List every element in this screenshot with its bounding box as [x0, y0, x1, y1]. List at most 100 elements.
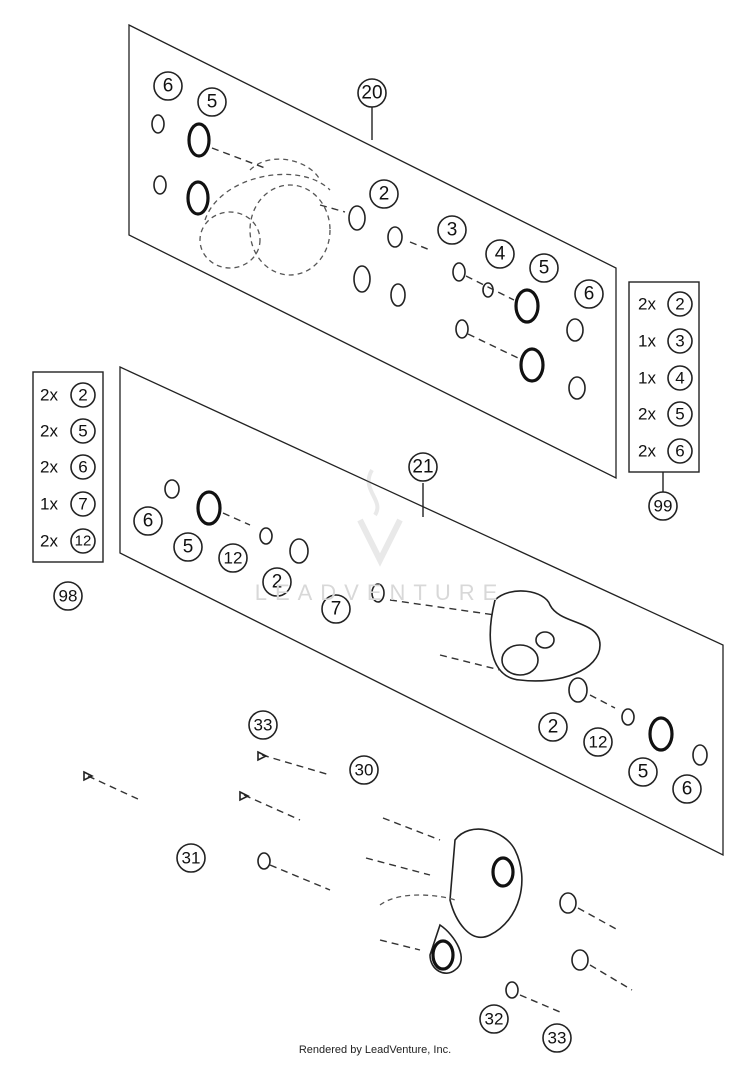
- panel-21-frame: [119, 365, 724, 857]
- callout-21-12a: 12: [218, 543, 248, 573]
- svg-text:6: 6: [163, 76, 174, 97]
- footer-credit: Rendered by LeadVenture, Inc.: [298, 1044, 452, 1056]
- svg-text:1x: 1x: [638, 369, 656, 388]
- callouts-panel-20: 20 6 5 2 3 4 5: [153, 71, 604, 309]
- callout-30: 30: [349, 755, 379, 785]
- callout-20-2: 2: [369, 179, 399, 209]
- svg-text:2: 2: [272, 572, 283, 593]
- svg-text:30: 30: [355, 761, 374, 780]
- svg-text:12: 12: [75, 533, 92, 550]
- lower-assembly: 33 30 31 32 33: [83, 710, 633, 1053]
- svg-text:7: 7: [78, 495, 87, 514]
- callout-98: 98: [53, 581, 83, 611]
- callout-33a: 33: [248, 710, 278, 740]
- panel-21: 21 6 5 12 2 7: [119, 365, 724, 857]
- svg-text:2x: 2x: [638, 442, 656, 461]
- bearing-set-21-right: [568, 677, 708, 766]
- svg-text:5: 5: [638, 762, 649, 783]
- svg-text:7: 7: [331, 599, 342, 620]
- svg-text:12: 12: [224, 549, 243, 568]
- svg-text:6: 6: [78, 458, 87, 477]
- svg-text:5: 5: [675, 405, 684, 424]
- svg-text:3: 3: [447, 220, 458, 241]
- kit-99-row-1: 2x 2: [638, 291, 693, 317]
- kit-99-row-2: 1x 3: [638, 328, 693, 354]
- housing-ghost-20: [199, 158, 331, 276]
- svg-text:6: 6: [675, 442, 684, 461]
- callout-21-5b: 5: [628, 757, 658, 787]
- kit-98-row-4: 1x 7: [40, 491, 96, 517]
- svg-text:5: 5: [183, 537, 194, 558]
- callout-20-5a: 5: [197, 87, 227, 117]
- svg-text:2: 2: [675, 295, 684, 314]
- svg-text:99: 99: [654, 497, 673, 516]
- svg-text:21: 21: [412, 457, 433, 478]
- kit-98-row-1: 2x 2: [40, 382, 96, 408]
- panel-20: 20 6 5 2 3 4 5: [128, 23, 617, 480]
- callout-21: 21: [408, 452, 438, 482]
- svg-text:2: 2: [379, 184, 390, 205]
- svg-text:2x: 2x: [40, 532, 58, 551]
- callout-21-12b: 12: [583, 727, 613, 757]
- svg-text:2x: 2x: [40, 422, 58, 441]
- callout-32: 32: [479, 1004, 509, 1034]
- pivot-assembly-21: [371, 583, 601, 682]
- bearing-set-20-right: [452, 262, 586, 400]
- svg-text:5: 5: [207, 92, 218, 113]
- kit-99-row-5: 2x 6: [638, 438, 693, 464]
- kit-98: 2x 2 2x 5 2x 6 1x 7 2x 12 98: [32, 371, 104, 611]
- ring-set-20-middle: [319, 204, 431, 307]
- kit-99-row-3: 1x 4: [638, 365, 693, 391]
- callout-21-7: 7: [321, 594, 351, 624]
- callouts-panel-21: 21 6 5 12 2 7: [133, 452, 702, 804]
- callout-20-6a: 6: [153, 71, 183, 101]
- kit-99: 2x 2 1x 3 1x 4 2x 5 2x 6 99: [628, 281, 700, 521]
- watermark-text: LEADVENTURE: [254, 580, 506, 605]
- callout-21-2b: 2: [538, 712, 568, 742]
- callout-21-6a: 6: [133, 506, 163, 536]
- callout-21-6b: 6: [672, 774, 702, 804]
- svg-text:98: 98: [59, 587, 78, 606]
- kit-99-box: [628, 281, 700, 473]
- svg-text:1x: 1x: [638, 332, 656, 351]
- bearing-set-21-left: [164, 479, 309, 564]
- bolt-set-lower-left: [83, 750, 331, 891]
- pin-set-lower-right: [505, 892, 633, 1013]
- callout-31: 31: [176, 843, 206, 873]
- svg-text:6: 6: [584, 284, 595, 305]
- callouts-lower: 33 30 31 32 33: [176, 710, 572, 1053]
- svg-text:2x: 2x: [638, 405, 656, 424]
- callout-20: 20: [357, 78, 387, 108]
- kit-99-row-4: 2x 5: [638, 401, 693, 427]
- swingarm-body: [365, 817, 523, 974]
- svg-text:33: 33: [548, 1029, 567, 1048]
- svg-text:4: 4: [675, 369, 684, 388]
- svg-text:5: 5: [78, 422, 87, 441]
- kit-98-row-5: 2x 12: [40, 528, 96, 554]
- callout-20-5b: 5: [529, 253, 559, 283]
- svg-text:12: 12: [589, 733, 608, 752]
- svg-text:2x: 2x: [40, 386, 58, 405]
- svg-text:3: 3: [675, 332, 684, 351]
- callout-21-5a: 5: [173, 532, 203, 562]
- svg-text:1x: 1x: [40, 495, 58, 514]
- kit-98-row-3: 2x 6: [40, 454, 96, 480]
- callout-20-3: 3: [437, 215, 467, 245]
- svg-text:32: 32: [485, 1010, 504, 1029]
- svg-text:5: 5: [539, 258, 550, 279]
- svg-text:31: 31: [182, 849, 201, 868]
- svg-text:6: 6: [143, 511, 154, 532]
- svg-text:2: 2: [548, 717, 559, 738]
- svg-text:2x: 2x: [638, 295, 656, 314]
- panel-20-frame: [128, 23, 617, 480]
- bearing-set-20-left: [151, 114, 266, 216]
- svg-text:2: 2: [78, 386, 87, 405]
- callout-99: 99: [648, 491, 678, 521]
- kit-98-row-2: 2x 5: [40, 418, 96, 444]
- callout-20-4: 4: [485, 239, 515, 269]
- callout-20-6b: 6: [574, 279, 604, 309]
- svg-text:6: 6: [682, 779, 693, 800]
- svg-text:4: 4: [495, 244, 506, 265]
